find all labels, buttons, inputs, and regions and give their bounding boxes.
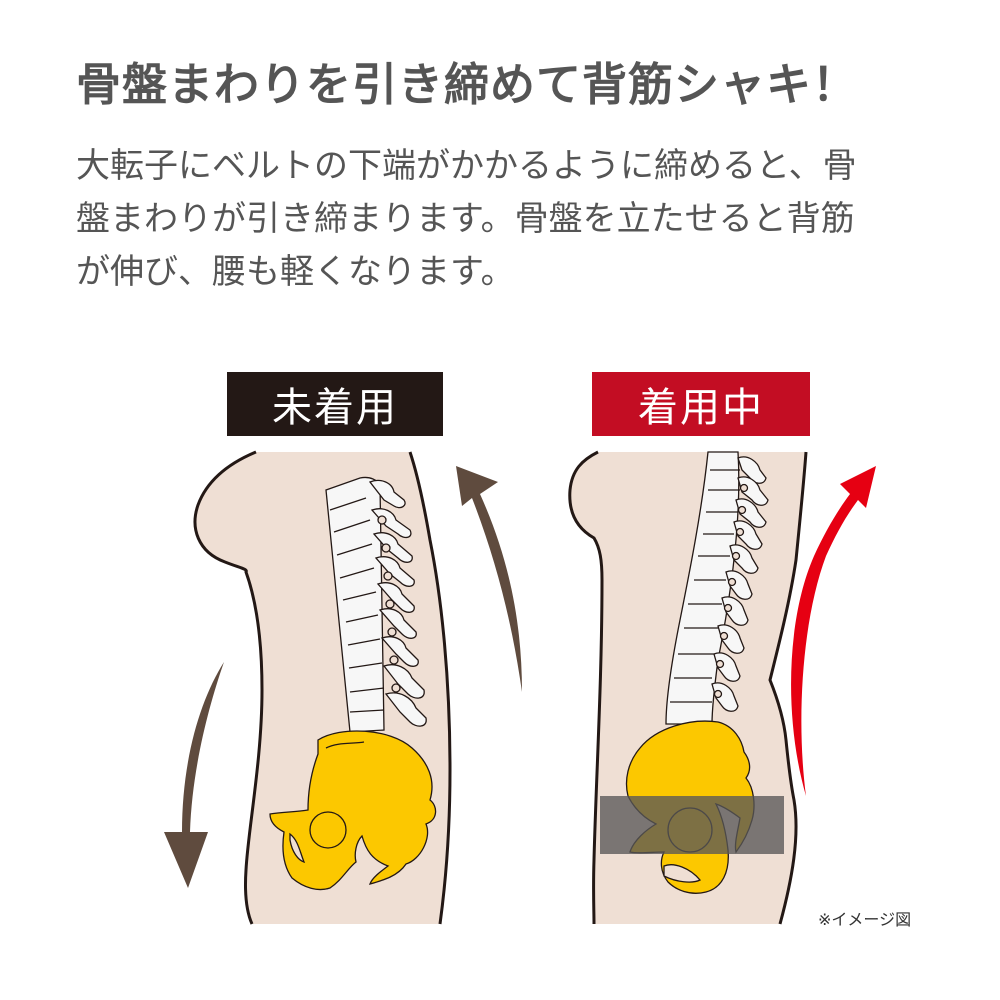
body-outline-after-front (568, 450, 604, 925)
before-figure (164, 450, 522, 925)
description: 大転子にベルトの下端がかかるように締めると、骨 盤まわりが引き締まります。骨盤を… (76, 140, 956, 299)
pelvis-before (269, 730, 437, 891)
arrow-up-icon (456, 466, 522, 692)
spine-after (665, 451, 769, 725)
description-line: 盤まわりが引き締まります。骨盤を立たせると背筋 (76, 199, 855, 239)
label-not-wearing: 未着用 (227, 372, 443, 436)
body-outline-before-back (408, 451, 452, 925)
description-line: 大転子にベルトの下端がかかるように締めると、骨 (76, 146, 857, 186)
arrow-up-red-icon (791, 466, 876, 796)
after-figure (568, 450, 876, 925)
body-outline-before-front (193, 450, 264, 925)
description-line: が伸び、腰も軽くなります。 (76, 252, 515, 292)
image-note: ※イメージ図 (818, 910, 912, 929)
belt (600, 796, 784, 854)
arrow-down-icon (164, 662, 224, 888)
headline: 骨盤まわりを引き締めて背筋シャキ！ (76, 58, 859, 111)
label-wearing: 着用中 (592, 372, 810, 436)
spine-before (325, 476, 427, 733)
body-outline-after-back (768, 451, 808, 925)
